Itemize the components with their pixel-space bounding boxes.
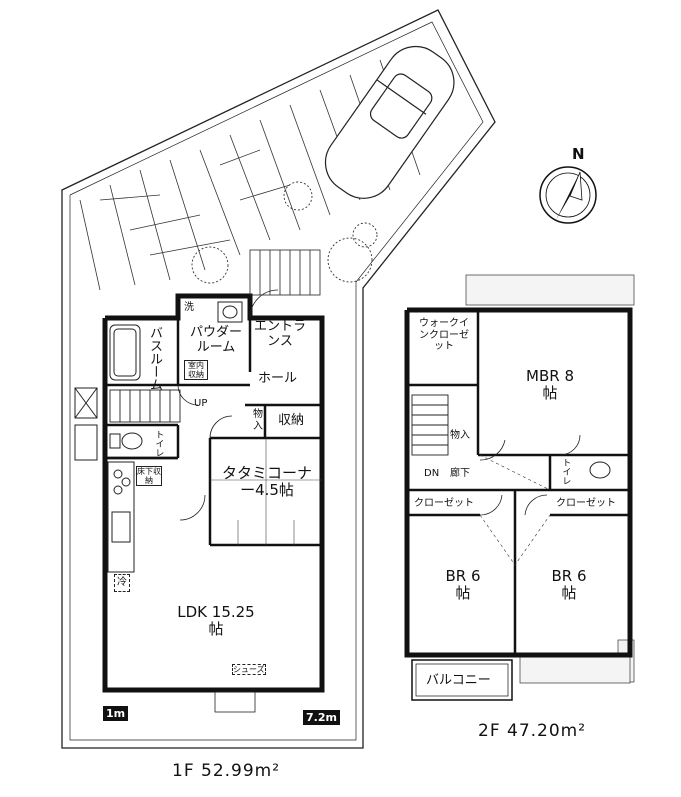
car-icon bbox=[324, 45, 455, 199]
outdoor-unit bbox=[74, 387, 98, 461]
room-bath-label: バスルーム bbox=[146, 326, 162, 391]
scale-1m-tag: 1m bbox=[103, 706, 129, 721]
floor1-stairs bbox=[109, 389, 181, 423]
compass-north-label: N bbox=[572, 145, 585, 163]
floor2-stairs bbox=[411, 394, 449, 456]
floor2-caption: 2F 47.20m² bbox=[478, 721, 587, 741]
room-underfloor-label: 床下収納 bbox=[136, 466, 162, 487]
room-laundry-label: 洗 bbox=[184, 302, 194, 313]
balcony-outline bbox=[411, 659, 513, 701]
room-powder-label: パウダールーム bbox=[189, 325, 242, 355]
kitchen-counter bbox=[107, 461, 135, 573]
room-toilet2-label: トイレ bbox=[560, 458, 571, 485]
toilet-icon bbox=[109, 432, 611, 479]
room-tatami-label: タタミコーナー4.5帖 bbox=[222, 464, 313, 500]
door-swings bbox=[177, 289, 279, 521]
room-hall-label: ホール bbox=[258, 371, 298, 386]
floor2-walls bbox=[404, 307, 633, 658]
floor1-interior-walls bbox=[105, 318, 322, 547]
entrance-porch bbox=[214, 249, 321, 713]
compass-icon bbox=[539, 166, 597, 224]
room-ldk-label: LDK 15.25帖 bbox=[177, 603, 255, 639]
room-toilet-label: トイレ bbox=[153, 430, 164, 457]
tatami-pattern bbox=[210, 438, 322, 545]
room-storage-label: 物入 bbox=[253, 409, 263, 432]
room-mbr-label: MBR 8帖 bbox=[526, 367, 574, 403]
room-shoe-label: シューズ bbox=[232, 664, 266, 676]
fridge-label: 冷 bbox=[114, 574, 130, 592]
stair-up-label: UP bbox=[194, 398, 208, 409]
room-storage2-label: 物入 bbox=[450, 430, 470, 441]
floor1-caption: 1F 52.99m² bbox=[172, 761, 281, 781]
floor2-interior-walls bbox=[407, 310, 630, 655]
room-closet-label: 収納 bbox=[278, 413, 305, 428]
closet-left-label: クローゼット bbox=[414, 498, 474, 509]
closet-right-label: クローゼット bbox=[556, 498, 616, 509]
sink-icon bbox=[217, 301, 243, 323]
room-entrance-label: エントランス bbox=[254, 319, 307, 349]
floor2-door-swings bbox=[479, 434, 581, 516]
lot-outline bbox=[61, 9, 496, 749]
tree-icon bbox=[191, 181, 378, 284]
room-storage-small-label: 室内収納 bbox=[184, 360, 208, 381]
bathtub-icon bbox=[109, 324, 141, 381]
scale-7-2m-tag: 7.2m bbox=[303, 710, 340, 725]
room-br-left-label: BR 6帖 bbox=[445, 567, 481, 603]
balcony-label: バルコニー bbox=[426, 673, 491, 688]
corridor-label: 廊下 bbox=[450, 468, 470, 479]
stair-dn-label: DN bbox=[424, 468, 440, 479]
floor2-roof bbox=[465, 274, 635, 684]
room-walkin-label: ウォークインクローゼット bbox=[419, 318, 469, 352]
room-br-right-label: BR 6帖 bbox=[551, 567, 587, 603]
floor2-closet-dashes bbox=[479, 454, 551, 566]
